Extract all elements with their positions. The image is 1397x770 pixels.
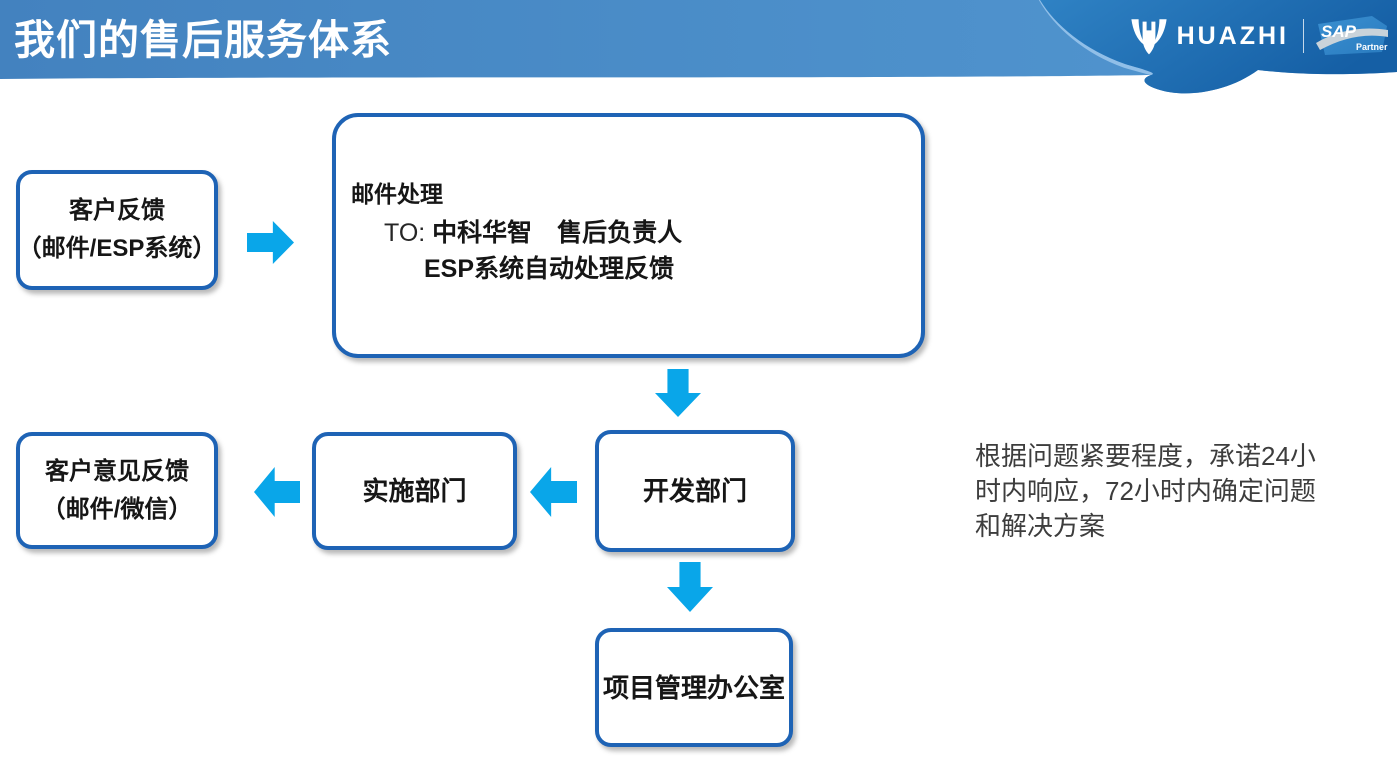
- box-customer-feedback: 客户反馈 （邮件/ESP系统）: [16, 170, 218, 290]
- box-label: （邮件/微信）: [41, 495, 193, 523]
- huazhi-logo-icon: [1130, 19, 1167, 55]
- arrow-down-icon: [655, 369, 701, 417]
- box-label: 客户反馈: [69, 197, 165, 224]
- sla-note-line: 和解决方案: [975, 511, 1106, 541]
- box-label: 实施部门: [362, 476, 467, 506]
- header-background: [0, 0, 1397, 94]
- to-value: 中科华智 售后负责人: [432, 219, 683, 247]
- slide-header: 我们的售后服务体系 HUAZHI: [0, 0, 1397, 100]
- sap-partner-text: Partner: [1356, 42, 1388, 52]
- arrow-down-icon: [667, 562, 713, 612]
- page-title: 我们的售后服务体系: [14, 17, 392, 63]
- sla-note-line: 根据问题紧要程度，承诺24小: [975, 441, 1316, 471]
- mail-handling-title: 邮件处理: [351, 181, 443, 207]
- brand-logos: HUAZHI SAP Partner: [1129, 14, 1388, 58]
- box-mail-handling: 邮件处理 TO: 中科华智 售后负责人 ESP系统自动处理反馈: [332, 113, 925, 358]
- sla-note-line: 时内响应，72小时内确定问题: [975, 476, 1316, 506]
- sap-partner-logo: SAP Partner: [1316, 15, 1388, 57]
- huazhi-logo-text: HUAZHI: [1176, 21, 1289, 50]
- box-label: 开发部门: [642, 476, 747, 506]
- sla-note-text: 根据问题紧要程度，承诺24小 时内响应，72小时内确定问题 和解决方案: [975, 439, 1395, 544]
- box-label: 客户意见反馈: [45, 457, 189, 485]
- box-customer-opinion: 客户意见反馈 （邮件/微信）: [16, 432, 218, 549]
- arrow-left-icon: [254, 467, 300, 517]
- mail-handling-detail: ESP系统自动处理反馈: [424, 255, 675, 283]
- box-label: （邮件/ESP系统）: [17, 235, 217, 262]
- box-label: 项目管理办公室: [602, 672, 785, 703]
- mail-handling-to-line: TO: 中科华智 售后负责人: [384, 217, 682, 249]
- arrow-left-icon: [530, 467, 577, 517]
- arrow-right-icon: [247, 221, 294, 264]
- sap-logo-text: SAP: [1321, 22, 1357, 41]
- box-pmo: 项目管理办公室: [595, 628, 793, 747]
- to-prefix: TO:: [384, 219, 426, 247]
- box-implementation: 实施部门: [312, 432, 517, 550]
- logo-divider: [1303, 19, 1304, 53]
- box-development: 开发部门: [595, 430, 795, 552]
- sap-badge-shape: SAP Partner: [1316, 16, 1388, 55]
